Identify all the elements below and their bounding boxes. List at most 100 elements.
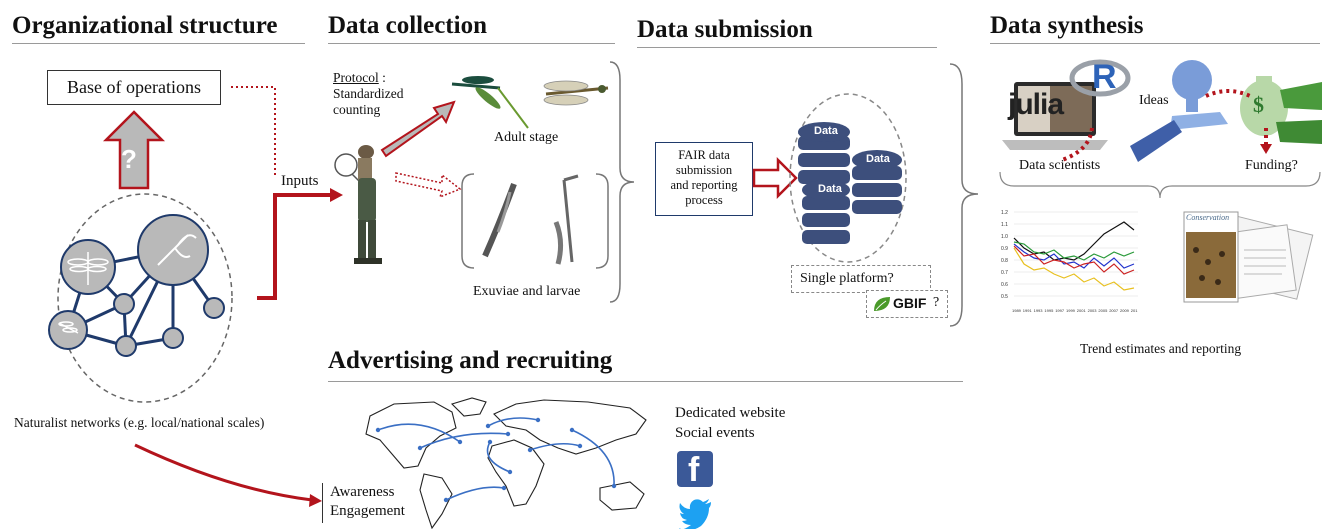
north-america-shape <box>365 401 457 469</box>
greenland-shape <box>450 397 487 417</box>
submission-heading-rule <box>637 47 937 48</box>
larva-icon <box>553 174 579 265</box>
submission-heading: Data submission <box>637 16 813 43</box>
larvae-dotted-arrow-icon <box>395 172 462 199</box>
africa-shape <box>487 439 545 507</box>
gbif-question: ? <box>933 295 940 310</box>
naturalist-figure-icon <box>334 145 382 264</box>
facebook-glyph: f <box>688 451 700 489</box>
protocol-text: Protocol : Standardized counting <box>333 70 403 118</box>
dedicated-website-label: Dedicated website <box>675 405 786 421</box>
damselfly-icon <box>157 234 197 266</box>
trend-estimates-caption: Trend estimates and reporting <box>1080 341 1242 356</box>
question-mark: ? <box>121 144 137 174</box>
inputs-connector <box>257 193 330 300</box>
trend-x-tick: 1999 <box>1066 308 1076 313</box>
funding-label: Funding? <box>1245 158 1298 173</box>
database-stack-bottom <box>802 180 850 244</box>
trend-x-tick: 1995 <box>1044 308 1054 313</box>
db-label-top: Data <box>814 125 838 137</box>
network-node-small <box>115 335 137 357</box>
trend-x-tick: 2003 <box>1088 308 1098 313</box>
advertising-heading: Advertising and recruiting <box>328 347 613 374</box>
link-arc-7 <box>571 429 615 487</box>
ideas-brain-icon <box>1130 60 1228 162</box>
exuvia-icon <box>482 182 517 258</box>
data-scientists-label: Data scientists <box>1019 158 1101 173</box>
single-platform-box: Single platform? <box>791 265 931 293</box>
database-cluster <box>789 93 907 263</box>
dollar-sign: $ <box>1253 92 1264 117</box>
link-arc-4 <box>486 441 511 473</box>
up-arrow-icon <box>102 110 166 190</box>
link-arc-3 <box>487 417 539 427</box>
dragonfly-small-icon <box>58 321 79 334</box>
org-heading: Organizational structure <box>12 12 278 39</box>
submission-brace <box>949 63 979 327</box>
trend-y-tick: 0.9 <box>1001 246 1008 252</box>
engagement-label: Engagement <box>330 503 405 519</box>
up-arrow-shape <box>102 110 166 190</box>
trend-series-blue <box>1013 243 1135 269</box>
database-stack-top <box>798 122 850 184</box>
collection-heading-rule <box>328 43 615 44</box>
gbif-box: GBIF ? <box>866 290 948 318</box>
awareness-connector <box>134 443 313 502</box>
australia-shape <box>599 481 645 511</box>
trend-x-tick: 201 <box>1131 308 1138 313</box>
adult-insects-icon <box>451 76 609 129</box>
naturalist-network-diagram <box>48 193 233 403</box>
protocol-word: Protocol <box>333 70 379 85</box>
advertising-heading-rule <box>328 381 963 382</box>
trend-series-green <box>1013 241 1135 261</box>
trend-y-tick: 1.0 <box>1001 234 1008 240</box>
fair-line-2: submission <box>675 163 733 177</box>
link-arc-5 <box>529 442 581 451</box>
gbif-leaf-icon <box>874 297 890 311</box>
twitter-icon[interactable] <box>679 498 713 529</box>
single-platform-label: Single platform? <box>800 271 894 286</box>
trend-x-tick: 1991 <box>1023 308 1033 313</box>
network-node-small <box>113 293 135 315</box>
world-map <box>365 397 647 529</box>
trend-y-tick: 0.5 <box>1001 294 1008 300</box>
network-boundary <box>57 193 233 403</box>
db-label-right: Data <box>866 153 890 165</box>
protocol-line-3: counting <box>333 102 381 117</box>
db-label-bottom: Data <box>818 183 842 195</box>
trend-series-red <box>1013 245 1135 275</box>
gbif-label: GBIF <box>893 295 927 311</box>
exuviae-larvae-caption: Exuviae and larvae <box>473 284 581 299</box>
collection-heading: Data collection <box>328 12 487 39</box>
fair-line-4: process <box>685 193 723 207</box>
dragonfly-adult-icon <box>543 80 609 106</box>
collection-brace <box>609 61 635 303</box>
fair-process-box: FAIR data submission and reporting proce… <box>655 142 753 216</box>
trend-x-tick: 2005 <box>1098 308 1108 313</box>
network-node-small <box>203 297 225 319</box>
trend-x-tick: 1993 <box>1034 308 1044 313</box>
funding-money-icon <box>1240 76 1322 144</box>
facebook-icon[interactable]: f <box>677 451 713 489</box>
network-node-medium <box>48 310 88 350</box>
trend-x-tick: 2009 <box>1120 308 1130 313</box>
fair-line-3: and reporting <box>670 178 738 192</box>
trend-x-tick: 1997 <box>1055 308 1065 313</box>
dragonfly-icon <box>67 252 109 285</box>
link-arc-2 <box>419 432 509 449</box>
adult-stage-caption: Adult stage <box>494 130 559 145</box>
damselfly-adult-icon <box>451 76 529 129</box>
trend-x-tick: 2001 <box>1077 308 1087 313</box>
social-events-label: Social events <box>675 425 755 441</box>
trend-x-tick: 2007 <box>1109 308 1119 313</box>
org-heading-rule <box>12 43 305 44</box>
fair-line-1: FAIR data <box>678 148 730 162</box>
trend-x-tick: 1989 <box>1012 308 1022 313</box>
awareness-arrowhead <box>309 494 322 507</box>
protocol-colon: : <box>378 70 386 85</box>
database-stack-right <box>852 150 902 214</box>
synthesis-heading-rule <box>990 43 1320 44</box>
